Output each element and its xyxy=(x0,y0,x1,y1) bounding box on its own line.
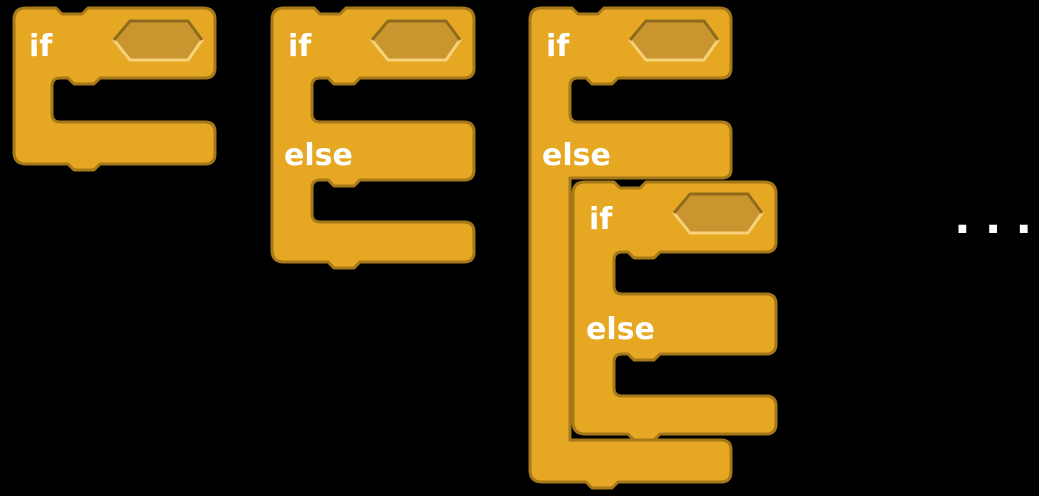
ellipsis-text: ... xyxy=(954,193,1039,244)
condition-slot[interactable] xyxy=(112,19,204,62)
condition-slot-edge xyxy=(628,19,720,41)
if-else-block[interactable]: if else xyxy=(270,6,476,270)
condition-slot-edge xyxy=(370,19,462,41)
condition-slot[interactable] xyxy=(370,19,462,62)
continuation-ellipsis: ... xyxy=(954,193,1039,244)
if-else-block-shape xyxy=(270,6,476,270)
condition-slot-edge xyxy=(672,192,764,214)
if-block[interactable]: if xyxy=(12,6,217,172)
condition-slot[interactable] xyxy=(672,192,764,235)
inner-if-else-shape xyxy=(571,180,778,442)
if-keyword: if xyxy=(546,29,570,64)
condition-slot[interactable] xyxy=(628,19,720,62)
outer-if-else-shape xyxy=(528,6,733,490)
if-keyword: if xyxy=(29,29,53,64)
condition-slot-edge xyxy=(112,19,204,41)
else-keyword: else xyxy=(586,312,655,347)
else-keyword: else xyxy=(542,138,611,173)
else-keyword: else xyxy=(284,138,353,173)
inner-if-else-block[interactable]: if else xyxy=(571,180,778,442)
if-keyword: if xyxy=(288,29,312,64)
nested-if-else-block[interactable]: if else if else xyxy=(528,6,778,490)
if-keyword: if xyxy=(589,202,613,237)
